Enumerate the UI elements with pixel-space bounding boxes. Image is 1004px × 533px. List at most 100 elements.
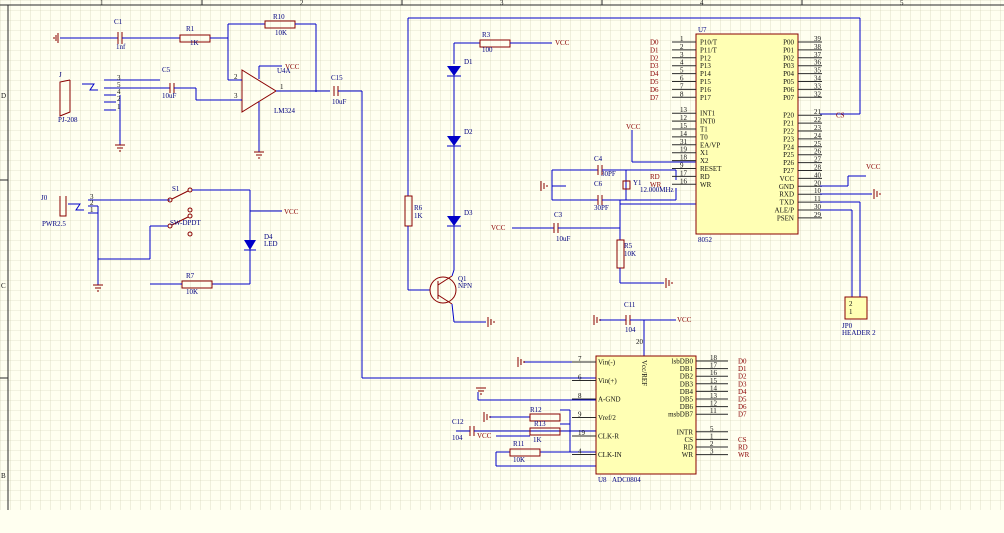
j-value: PJ-208: [58, 116, 78, 124]
u8-left-pin-number: 8: [578, 392, 582, 400]
r1-resistor[interactable]: R1 1K: [179, 25, 228, 47]
d4-ref: D4: [264, 233, 273, 241]
d4-led[interactable]: D4 LED VCC: [244, 208, 299, 251]
j-audio-jack[interactable]: J PJ-208 3 5 4 2 1: [58, 71, 170, 152]
u7-right-pin-number: 30: [814, 203, 822, 211]
u7-left-pin-name: X2: [700, 157, 709, 165]
u7-right-pin-name: PSEN: [777, 214, 794, 222]
r11-resistor[interactable]: R11 10K: [509, 440, 541, 464]
u7-ref: U7: [698, 26, 707, 34]
u7-right-pin-name: P06: [783, 86, 794, 94]
c1-capacitor[interactable]: C1 1nf: [60, 18, 180, 51]
u7-left-pin-number: 18: [680, 154, 688, 162]
r10-resistor[interactable]: R10 10K: [227, 13, 317, 92]
u7-right-pins: 39P0038P0137P0236P0335P0434P0533P0632P07…: [775, 35, 845, 222]
u7-left-pin-number: 13: [680, 106, 688, 114]
u8-right-pin-name: DB1: [680, 365, 694, 373]
u7-right-pin-number: 33: [814, 82, 822, 90]
d1-led[interactable]: D1: [447, 58, 473, 136]
r5-ref: R5: [624, 242, 633, 250]
u7-right-pin-name: VCC: [780, 175, 795, 183]
c3-capacitor[interactable]: VCC C3 10uF: [491, 200, 696, 243]
r12-resistor[interactable]: R12: [529, 406, 561, 422]
d2-led[interactable]: D2: [447, 128, 473, 216]
u8-right-pin-number: 5: [710, 425, 714, 433]
u8-left-pin-number: 7: [578, 355, 582, 363]
u7-left-pin-number: 4: [680, 59, 684, 67]
u4a-value: LM324: [274, 107, 296, 115]
u7-right-pin-number: 25: [814, 140, 822, 148]
d3-ref: D3: [464, 209, 473, 217]
jp0-value: HEADER 2: [842, 329, 876, 337]
r13-resistor[interactable]: R13 1K: [529, 420, 561, 444]
r12-ref: R12: [530, 406, 542, 414]
u8-left-pin-number: 4: [578, 448, 582, 456]
u7-left-pin-name: T1: [700, 126, 708, 134]
r6-ref: R6: [414, 204, 423, 212]
j-pin-3: 3: [117, 74, 121, 82]
u7-left-pin-name: P15: [700, 78, 711, 86]
r7-resistor[interactable]: R7 10K: [150, 272, 213, 296]
r7-value: 10K: [186, 288, 198, 296]
u7-left-net-label: D7: [650, 94, 659, 102]
j0-power-jack[interactable]: J0 PWR2.5 3 2 1: [41, 193, 170, 292]
jp0-header[interactable]: 2 1 JP0 HEADER 2: [842, 296, 876, 337]
u8-right-net-label: D4: [738, 388, 747, 396]
u7-right-pin-name: P23: [783, 135, 794, 143]
u8-right-pin-name: DB4: [680, 388, 694, 396]
u8-right-net-label: D2: [738, 373, 747, 381]
q1-transistor[interactable]: Q1 NPN: [429, 269, 495, 327]
u7-left-pin-name: P17: [700, 94, 711, 102]
vcc-power-label: VCC: [866, 163, 881, 171]
u7-left-pin-name: INT0: [700, 118, 716, 126]
c12-capacitor[interactable]: C12 104: [452, 418, 464, 442]
u7-right-pin-name: ALE/P: [775, 207, 795, 215]
r3-resistor[interactable]: R3 100 VCC: [453, 31, 570, 64]
u7-right-pin-number: 36: [814, 59, 822, 67]
u8-right-pin-name: DB5: [680, 396, 694, 404]
u8-right-pin-number: 18: [710, 354, 718, 362]
u7-left-pin-name: X1: [700, 149, 709, 157]
u8-right-net-label: D6: [738, 403, 747, 411]
r6-resistor[interactable]: R6 1K: [404, 17, 861, 291]
u4a-pin-3: 3: [234, 92, 238, 100]
s1-value: SW-DPDT: [170, 219, 201, 227]
c15-capacitor[interactable]: C15 10uF: [331, 74, 596, 379]
s1-switch[interactable]: S1 SW-DPDT: [150, 185, 251, 285]
u7-left-pin-name: P16: [700, 86, 711, 94]
u7-right-pin-number: 23: [814, 124, 822, 132]
u7-right-pin-name: RXD: [779, 191, 794, 199]
u7-right-pin-number: 11: [814, 195, 821, 203]
c5-capacitor[interactable]: C5 10uF: [162, 66, 197, 100]
d3-led[interactable]: D3: [447, 209, 473, 270]
r5-resistor[interactable]: R5 10K: [616, 239, 673, 288]
c11-ref: C11: [624, 301, 636, 309]
u7-right-pin-number: 27: [814, 156, 822, 164]
j-pin-4: 4: [117, 88, 121, 96]
c11-capacitor[interactable]: C11 104 VCC 20: [593, 301, 692, 356]
r7-ref: R7: [186, 272, 195, 280]
ea-vcc-tie: VCC: [626, 123, 696, 163]
u8-right-pin-name: msbDB7: [668, 411, 693, 419]
u8-left-pin-name: Vref/2: [598, 414, 616, 422]
u7-body: [695, 33, 799, 235]
u7-right-pin-number: 10: [814, 187, 822, 195]
u8-right-pin-number: 3: [710, 448, 714, 456]
u7-power-connections: VCC: [820, 163, 881, 297]
crystal-oscillator[interactable]: C4 30PF C6 30PF Y1 12.000MHz: [540, 155, 677, 212]
r10-ref: R10: [273, 13, 285, 21]
c4-value: 30PF: [601, 170, 616, 178]
u7-right-pin-name: P21: [783, 120, 794, 128]
u4a-opamp[interactable]: 2 3 1 U4A LM324 VCC: [196, 63, 330, 159]
u7-left-pin-number: 31: [680, 138, 688, 146]
u8-right-pin-name: DB3: [680, 380, 694, 388]
u8-right-pin-number: 13: [710, 392, 718, 400]
u7-right-pin-name: P01: [783, 46, 794, 54]
u7-right-pin-number: 40: [814, 171, 822, 179]
u8-vref-label: Vcc/REF: [640, 360, 648, 386]
c6-value: 30PF: [594, 204, 609, 212]
u7-right-pin-number: 29: [814, 211, 822, 219]
u8-left-pin-name: Vin(-): [598, 359, 616, 367]
